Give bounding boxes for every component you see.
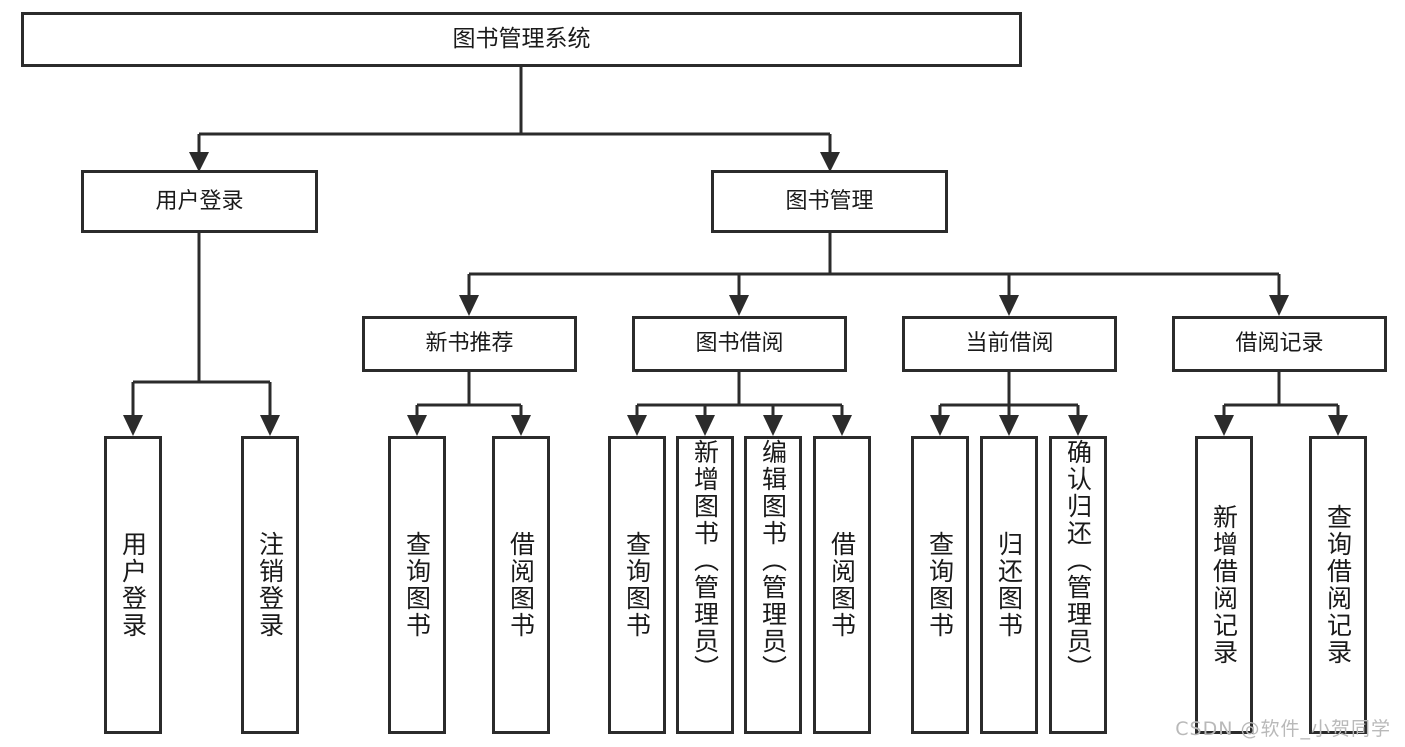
leaf-borrow-book[interactable]: 借阅图书 [813, 436, 871, 734]
node-label: 归还图书 [994, 531, 1024, 639]
node-label: 新增图书（管理员） [690, 439, 720, 682]
node-book-borrow[interactable]: 图书借阅 [632, 316, 847, 372]
node-label: 查询图书 [622, 531, 652, 639]
node-new-book-recommend[interactable]: 新书推荐 [362, 316, 577, 372]
leaf-user-login[interactable]: 用户登录 [104, 436, 162, 734]
leaf-borrow-book-recommend[interactable]: 借阅图书 [492, 436, 550, 734]
node-borrow-record[interactable]: 借阅记录 [1172, 316, 1387, 372]
node-label: 新增借阅记录 [1209, 504, 1239, 666]
node-label: 查询图书 [925, 531, 955, 639]
node-label: 用户登录 [118, 531, 148, 639]
node-label: 确认归还（管理员） [1063, 439, 1093, 682]
node-current-borrow[interactable]: 当前借阅 [902, 316, 1117, 372]
node-root-library-management-system[interactable]: 图书管理系统 [21, 12, 1022, 67]
node-label: 图书管理 [785, 188, 874, 214]
leaf-return-book[interactable]: 归还图书 [980, 436, 1038, 734]
node-label: 用户登录 [155, 188, 244, 214]
csdn-watermark: CSDN @软件_小贺同学 [1175, 718, 1391, 740]
leaf-add-borrow-record[interactable]: 新增借阅记录 [1195, 436, 1253, 734]
node-label: 借阅图书 [506, 531, 536, 639]
node-label: 查询借阅记录 [1323, 504, 1353, 666]
node-user-login[interactable]: 用户登录 [81, 170, 318, 233]
leaf-query-book-current[interactable]: 查询图书 [911, 436, 969, 734]
leaf-logout[interactable]: 注销登录 [241, 436, 299, 734]
node-label: 图书借阅 [695, 331, 784, 357]
leaf-edit-book-admin[interactable]: 编辑图书（管理员） [744, 436, 802, 734]
leaf-query-borrow-record[interactable]: 查询借阅记录 [1309, 436, 1367, 734]
node-label: 当前借阅 [965, 331, 1054, 357]
leaf-confirm-return-admin[interactable]: 确认归还（管理员） [1049, 436, 1107, 734]
leaf-add-book-admin[interactable]: 新增图书（管理员） [676, 436, 734, 734]
leaf-query-book-recommend[interactable]: 查询图书 [388, 436, 446, 734]
node-label: 编辑图书（管理员） [758, 439, 788, 682]
node-label: 图书管理系统 [452, 26, 591, 53]
node-label: 借阅图书 [827, 531, 857, 639]
node-label: 注销登录 [255, 531, 285, 639]
node-book-management[interactable]: 图书管理 [711, 170, 948, 233]
node-label: 查询图书 [402, 531, 432, 639]
node-label: 借阅记录 [1235, 331, 1324, 357]
leaf-query-book-borrow[interactable]: 查询图书 [608, 436, 666, 734]
node-label: 新书推荐 [425, 331, 514, 357]
